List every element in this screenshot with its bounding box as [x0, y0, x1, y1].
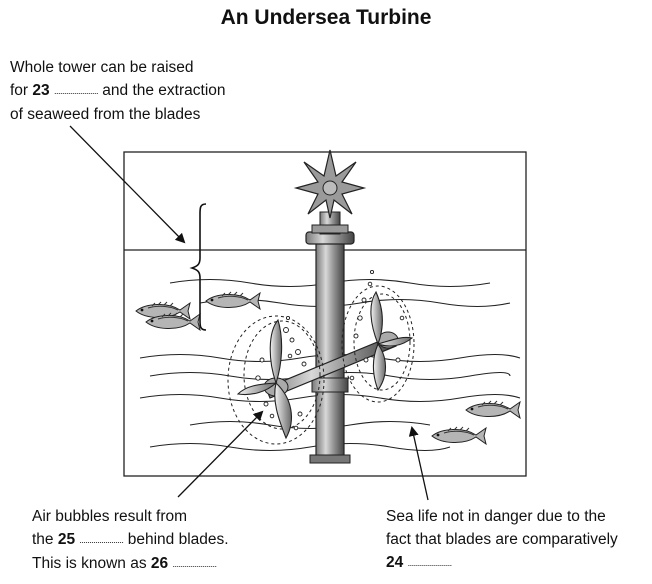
arrow-to-bracket: [69, 125, 186, 244]
note-line: 24 ......................: [386, 551, 618, 575]
note-sea-life: Sea life not in danger due to the fact t…: [386, 505, 618, 575]
note-line: for 23 ...................... and the ex…: [10, 79, 226, 103]
answer-blank[interactable]: ......................: [53, 86, 99, 96]
left-rotor: [227, 315, 325, 445]
tower-top-beacon: [293, 149, 367, 219]
fish-group-left: [135, 291, 261, 331]
note-line: Whole tower can be raised: [10, 59, 194, 76]
question-number: 24: [386, 554, 404, 571]
tower-raise-bracket: [189, 203, 207, 331]
note-tower-raised: Whole tower can be raised for 23 .......…: [10, 56, 226, 126]
answer-blank[interactable]: ......................: [79, 535, 124, 545]
question-number: 26: [150, 555, 169, 572]
note-line: of seaweed from the blades: [10, 106, 201, 123]
arrow-to-blades: [408, 426, 429, 501]
air-bubbles: [255, 269, 405, 431]
note-air-bubbles: Air bubbles result from the 25 .........…: [32, 505, 229, 576]
answer-blank[interactable]: ......................: [172, 559, 217, 569]
note-line: This is known as 26 ....................…: [32, 552, 229, 576]
note-line: fact that blades are comparatively: [386, 531, 618, 548]
fish-group-right: [431, 400, 521, 445]
question-number: 23: [32, 82, 50, 99]
turbine-tower: [305, 211, 355, 464]
diagram-title: An Undersea Turbine: [220, 6, 432, 29]
note-line: the 25 ...................... behind bla…: [32, 528, 229, 552]
question-number: 25: [57, 531, 76, 548]
diagram-frame: [123, 151, 527, 477]
note-line: Air bubbles result from: [32, 508, 188, 525]
arrow-to-bubbles: [177, 410, 264, 498]
answer-blank[interactable]: ......................: [407, 558, 453, 568]
right-rotor: [341, 285, 415, 403]
note-line: Sea life not in danger due to the: [386, 508, 606, 525]
